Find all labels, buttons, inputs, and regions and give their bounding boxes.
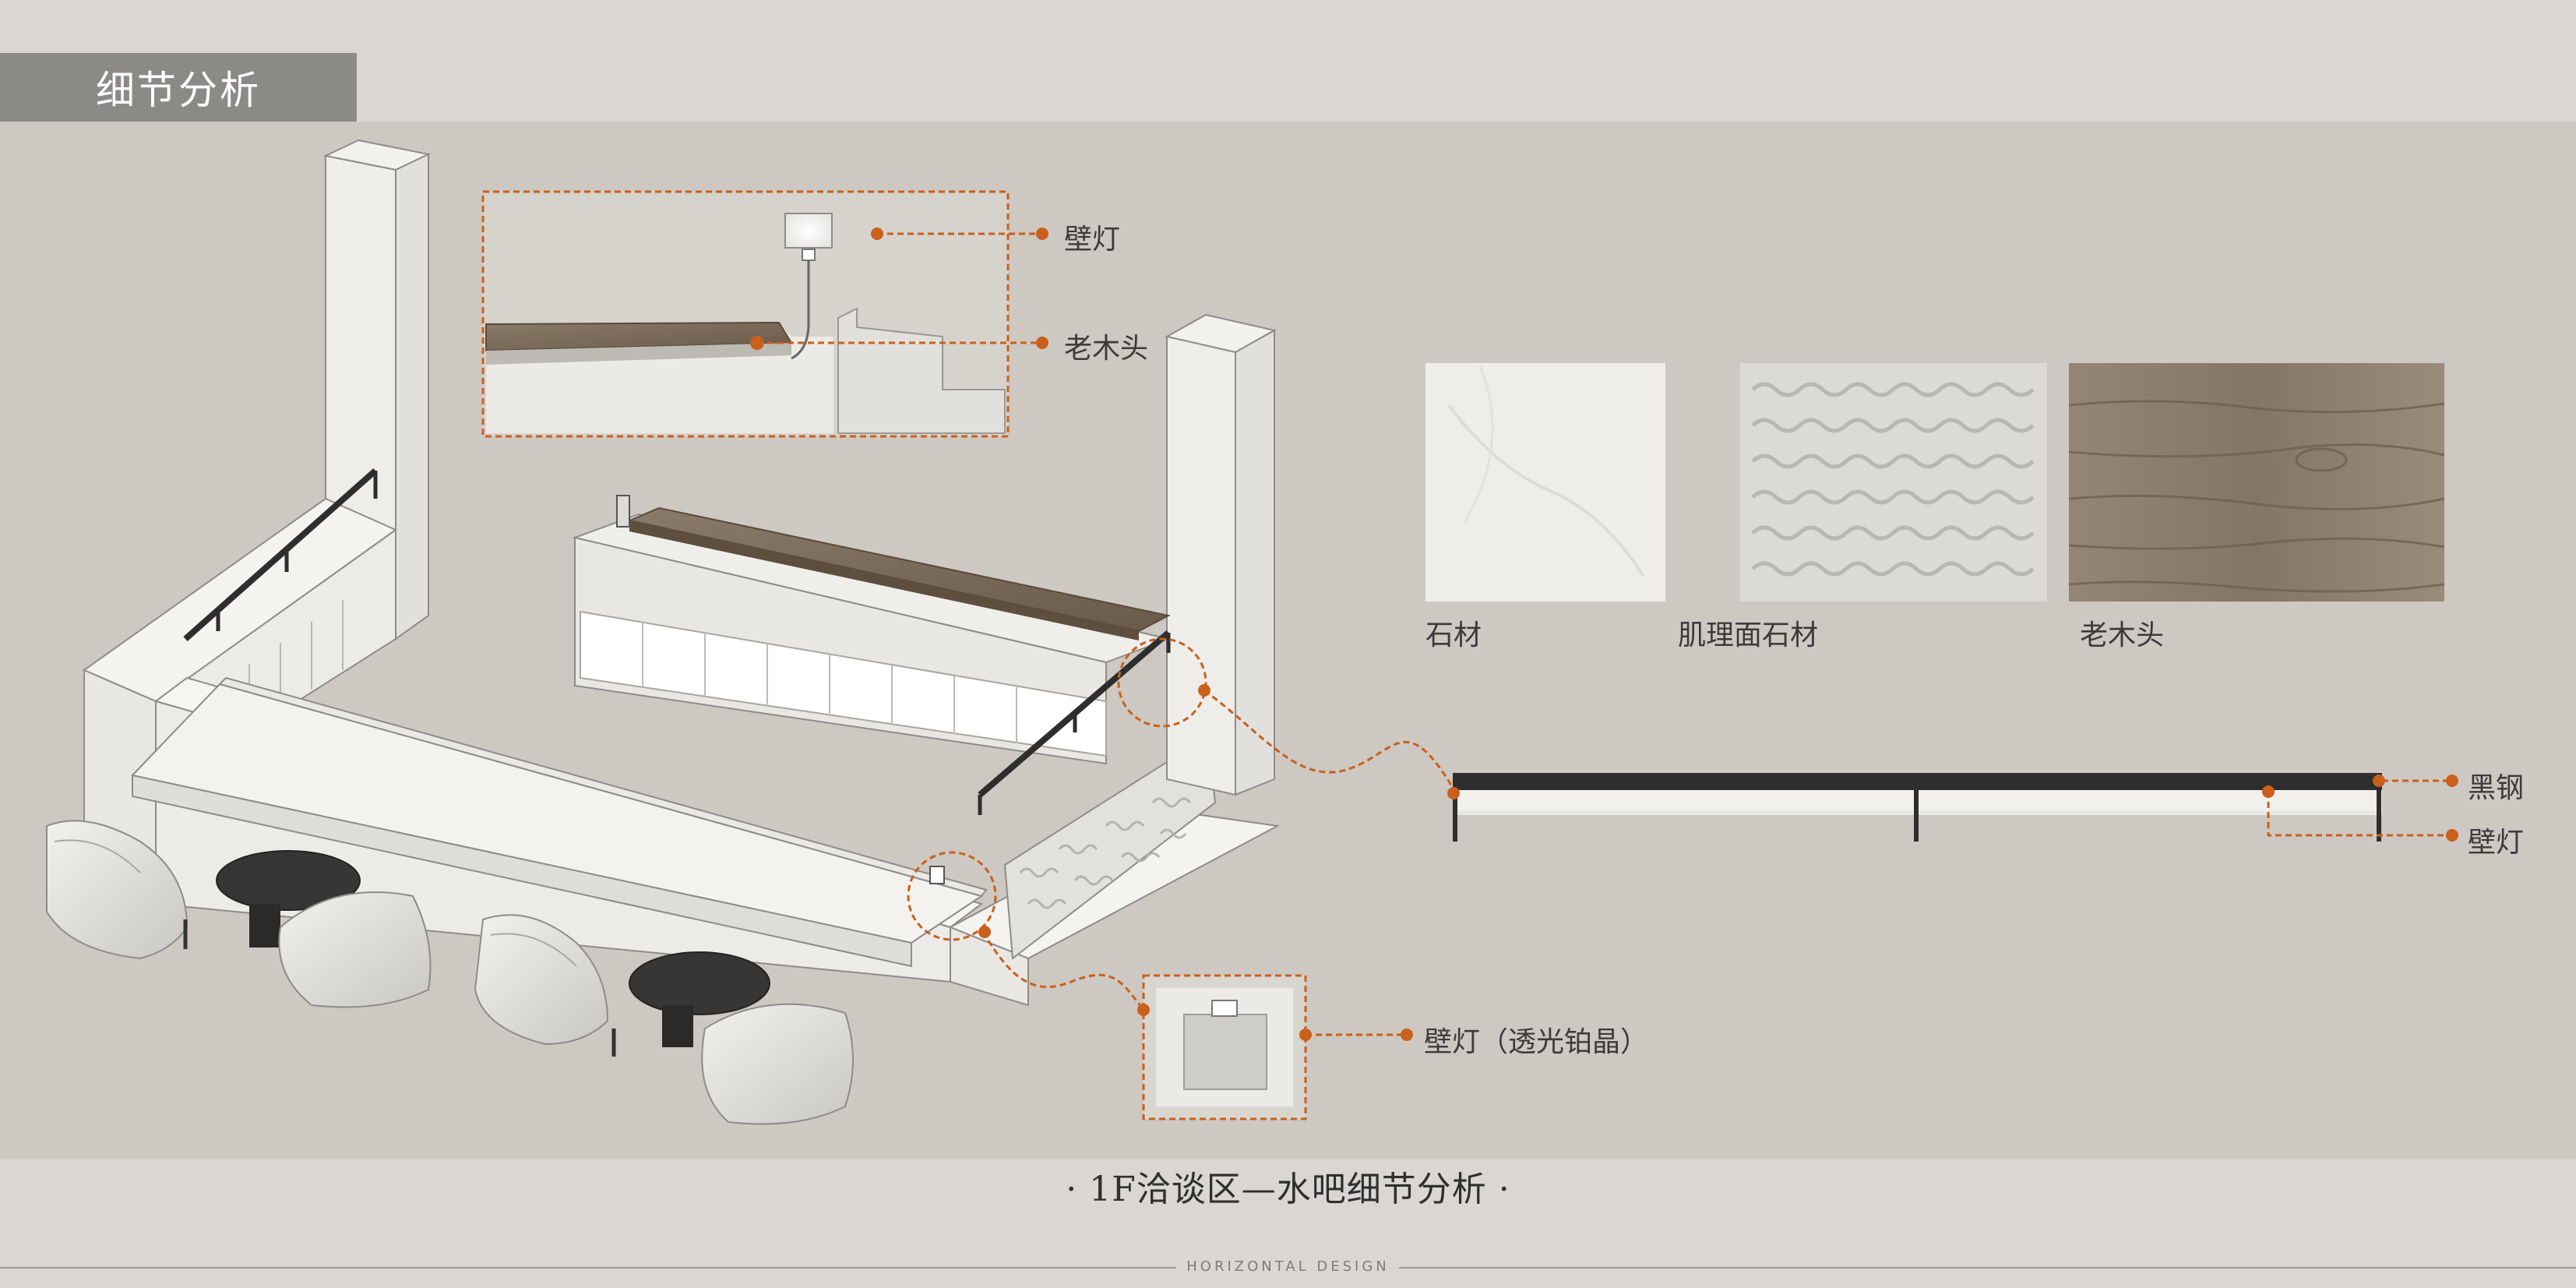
label-black-steel: 黑钢 bbox=[2468, 772, 2525, 804]
label-old-wood: 老木头 bbox=[1064, 333, 1149, 365]
page-caption: · 1F洽谈区—水吧细节分析 · bbox=[1066, 1170, 1510, 1209]
label-wall-lamp-rail: 壁灯 bbox=[2468, 827, 2525, 859]
detail-box-crystal-lamp bbox=[1142, 974, 1307, 1120]
label-wall-lamp: 壁灯 bbox=[1064, 224, 1121, 256]
footer-rule-left bbox=[0, 1267, 1176, 1269]
material-samples bbox=[1425, 363, 2445, 602]
section-title: 细节分析 bbox=[96, 68, 261, 113]
chairs-and-tables bbox=[46, 820, 854, 1125]
footer-rule-right bbox=[1399, 1267, 2576, 1269]
label-old-wood-sample: 老木头 bbox=[2080, 619, 2165, 651]
label-stone: 石材 bbox=[1425, 619, 1482, 651]
stone-sample bbox=[1425, 363, 1665, 602]
callout-circle-lamp bbox=[907, 851, 997, 941]
footer-brand: HORIZONTAL DESIGN bbox=[1186, 1258, 1390, 1275]
rail-detail bbox=[1447, 773, 2458, 842]
water-bar-iso bbox=[82, 139, 1281, 1007]
section-title-box: 细节分析 bbox=[0, 53, 357, 122]
old-wood-sample bbox=[2069, 363, 2444, 602]
label-wall-lamp-crystal: 壁灯（透光铂晶） bbox=[1424, 1026, 1649, 1058]
bottom-band bbox=[0, 1159, 2576, 1288]
detail-box-wall-lamp bbox=[481, 190, 1010, 438]
callout-circle-rail bbox=[1117, 637, 1207, 728]
label-textured-stone: 肌理面石材 bbox=[1678, 619, 1819, 651]
top-band bbox=[0, 0, 2576, 122]
